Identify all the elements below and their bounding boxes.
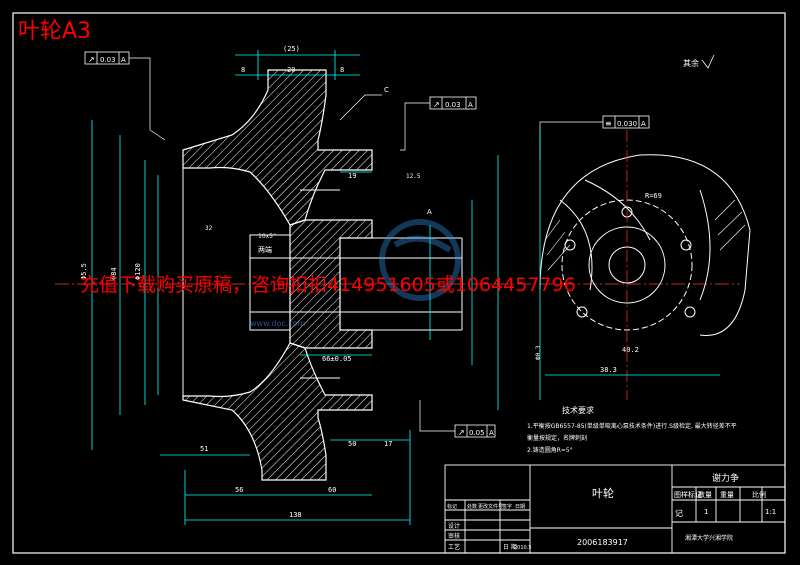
- quantity: 1: [704, 508, 708, 516]
- dim-top-8b: 8: [340, 66, 344, 74]
- dim-top-8a: 8: [241, 66, 245, 74]
- angle-note: 10x5°: [258, 233, 276, 240]
- header-scale: 比例: [752, 490, 766, 499]
- tolerance-frame-right: ≡ 0.030 A: [602, 115, 650, 129]
- tech-req-item-3: 2.铸造圆角R=5°: [527, 446, 573, 454]
- technical-requirements: 技术要求 1.平衡按GB6557-85(单级单吸离心泵技术条件)进行.S级检定,…: [527, 405, 737, 454]
- dim-19: 19: [348, 172, 356, 180]
- dim-60: 60: [328, 486, 336, 494]
- label-a: A: [427, 208, 432, 216]
- title-block: [444, 464, 786, 554]
- scale: 1:1: [765, 508, 776, 516]
- dimension-texts: (25) 8 20 8 19 66±0.05 50 17 51 56 60 13…: [80, 45, 662, 519]
- dim-66: 66±0.05: [322, 355, 352, 363]
- dim-small: Ф0.3: [535, 345, 542, 360]
- dim-left-3: Φ120: [134, 263, 142, 280]
- rev-header-5: 日期: [515, 504, 525, 510]
- tol-bottom-value: 0.05: [469, 429, 485, 437]
- header-mark: 图样标记: [674, 490, 702, 499]
- dim-top-25: (25): [283, 45, 300, 53]
- angle-1: 40.2: [622, 346, 639, 354]
- front-view-hatch: [544, 199, 746, 271]
- watermark-url: www.doc.com: [250, 319, 306, 328]
- border-frame: [12, 12, 786, 554]
- section-upper: [182, 69, 373, 226]
- other-note: 其余: [683, 58, 699, 68]
- rev-header-3: 更改文件号: [478, 503, 503, 510]
- tol-right-ref: A: [641, 120, 646, 128]
- tol-top-left-ref: A: [121, 56, 126, 64]
- roughness-symbol-icon: [701, 54, 715, 69]
- dim-56: 56: [235, 486, 243, 494]
- dim-138: 138: [289, 511, 302, 519]
- drawing-number: 2006183917: [577, 538, 628, 547]
- title-block-text: 叶轮 谢力争 2006183917 湘潭大学兴湘学院 图样标记 数量 重量 比例…: [447, 472, 776, 551]
- tol-mid-ref: A: [468, 101, 473, 109]
- svg-text:↗: ↗: [433, 100, 440, 109]
- section-outlines: [182, 168, 463, 396]
- dim-17: 17: [384, 440, 392, 448]
- tol-bottom-ref: A: [489, 429, 494, 437]
- svg-text:≡: ≡: [605, 119, 612, 128]
- date: 2010.5: [514, 545, 532, 551]
- rev-header-2: 处数: [467, 503, 477, 510]
- dim-51: 51: [200, 445, 208, 453]
- svg-text:↗: ↗: [458, 428, 465, 437]
- designer: 谢力争: [712, 472, 739, 484]
- tol-right-value: 0.030: [617, 120, 637, 128]
- date-label: 日 期: [503, 543, 517, 551]
- dim-top-20: 20: [287, 66, 295, 74]
- label-c: C: [384, 86, 389, 94]
- sign-row-design: 设计: [448, 522, 460, 530]
- dimension-lines: [91, 50, 499, 525]
- sign-row-process: 工艺: [448, 543, 460, 551]
- part-name: 叶轮: [592, 486, 614, 500]
- watermark-logo-icon: [379, 219, 461, 301]
- r-value: R=69: [645, 192, 662, 200]
- front-view: [539, 154, 751, 336]
- tol-top-left-value: 0.03: [100, 56, 116, 64]
- rev-header-1: 标记: [447, 503, 457, 510]
- r-value2: 38.3: [600, 366, 617, 374]
- dim-left-1: Φ5.5: [80, 263, 88, 280]
- rough-12: 12.5: [406, 173, 421, 180]
- rev-header-4: 签字: [502, 503, 512, 510]
- header-weight: 重量: [720, 491, 734, 499]
- rough-32: 32: [205, 225, 213, 232]
- tolerance-frame-bottom: ↗ 0.05 A: [454, 424, 496, 438]
- leader-lines: [129, 57, 603, 432]
- tolerance-frame-mid: ↗ 0.03 A: [429, 96, 477, 110]
- tech-req-heading: 技术要求: [562, 405, 594, 415]
- hub-note: 两端: [258, 245, 272, 254]
- svg-text:↗: ↗: [88, 55, 95, 64]
- school: 湘潭大学兴湘学院: [685, 534, 733, 542]
- sign-row-review: 审核: [448, 532, 460, 540]
- overlay-title: 叶轮A3: [18, 19, 91, 44]
- watermark-text: 充值下载购买原稿，咨询扣扣414951605或1064457796: [80, 274, 576, 296]
- dim-left-2: Φ84: [110, 267, 118, 280]
- mark-cell: 记: [675, 509, 683, 518]
- section-lower: [182, 342, 373, 481]
- tech-req-item-2: 衡量按规定，名牌刺刻: [527, 434, 587, 442]
- header-qty: 数量: [698, 490, 712, 499]
- dim-50: 50: [348, 440, 356, 448]
- tech-req-item-1: 1.平衡按GB6557-85(单级单吸离心泵技术条件)进行.S级检定, 最大转径…: [527, 422, 737, 430]
- tolerance-frame-top-left: ↗ 0.03 A: [84, 51, 130, 65]
- tol-mid-value: 0.03: [445, 101, 461, 109]
- front-dimensions: [539, 130, 720, 400]
